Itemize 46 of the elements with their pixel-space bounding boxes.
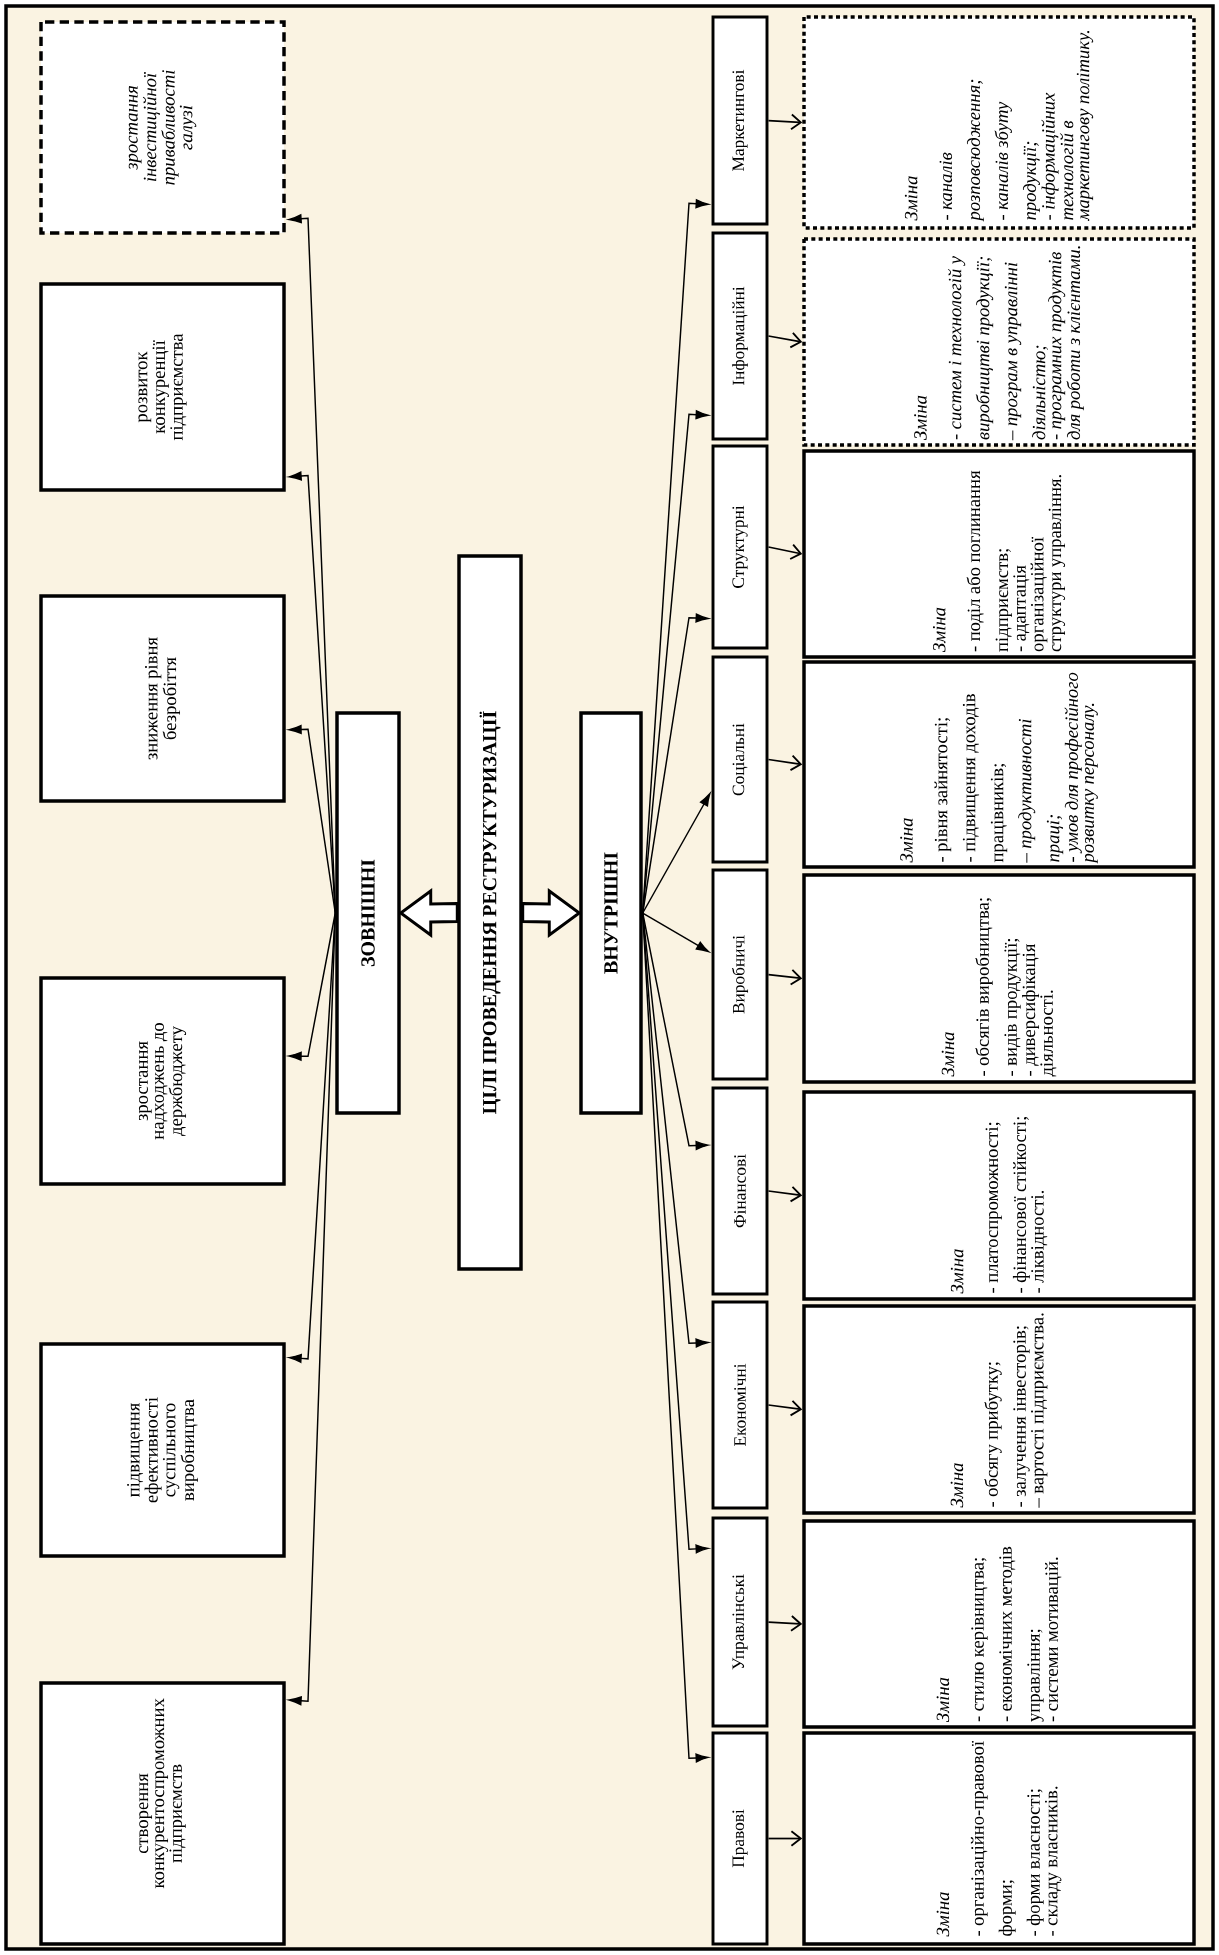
arrow (642, 912, 710, 953)
goal-box: зниження рівня безробіття (39, 594, 286, 803)
category-box: Економічні (711, 1300, 769, 1510)
category-box: Фінансові (711, 1086, 769, 1296)
arrow (642, 912, 709, 1151)
arrow (642, 410, 709, 914)
arrow (767, 754, 803, 772)
detail-box: Зміна - рівня зайнятості; - підвищення доходів працівників; – продуктивності праці; - умов для професійного розвитку персоналу. (802, 660, 1196, 869)
title-box: ЦІЛІ ПРОВЕДЕННЯ РЕСТРУКТУРИЗАЦІЇ (457, 554, 523, 1271)
group-box: ЗОВНІШНІ (335, 711, 401, 1115)
group-box: ВНУТРІШНІ (579, 711, 643, 1115)
detail-box: Зміна - поділ або поглинання підприємств; - адаптація організаційної структури управління. (802, 449, 1196, 659)
category-box: Правові (711, 1731, 769, 1946)
arrow (642, 793, 711, 914)
arrow (642, 199, 709, 914)
detail-box: Зміна - каналів розповсюдження; - каналів збуту продукції; - інформаційних технологій в маркетингову політику. (802, 15, 1196, 230)
goal-box: розвиток конкуренції підприємства (39, 282, 286, 492)
arrow (767, 331, 803, 349)
arrow (767, 1399, 803, 1417)
arrow (288, 214, 336, 914)
arrow (767, 1185, 803, 1203)
block-arrow (521, 888, 582, 938)
detail-box: Зміна - платоспроможності; - фінансової стійкості; - ліквідності. (802, 1090, 1196, 1301)
goal-box: підвищення ефективності суспільного виробництва (39, 1342, 286, 1558)
arrow (288, 471, 336, 914)
category-box: Соціальні (711, 655, 769, 864)
goal-box: створення конкурентоспроможних підприємств (39, 1681, 286, 1946)
goal-box: зростання інвестиційної привабливості галузі (39, 20, 286, 235)
detail-box: Зміна - стилю керівництва; - економічних методів управління; - системи мотивацій. (802, 1519, 1196, 1729)
detail-box: Зміна - обсягів виробництва; - видів продукції; - диверсифікація діяльності. (802, 873, 1196, 1084)
category-box: Інформаційні (711, 231, 769, 441)
arrow (767, 1615, 803, 1632)
category-box: Виробничі (711, 868, 769, 1081)
block-arrow (398, 888, 459, 938)
detail-box: Зміна - систем і технологій у виробництві продукції; – програм в управлінні діяльністю; - програмних продуктів для роботи з клієнтами. (802, 237, 1196, 447)
detail-box: Зміна - організаційно-правової форми; - форми власності; - складу власників. (802, 1731, 1196, 1946)
goal-box: зростання надходжень до держбюджету (39, 976, 286, 1186)
detail-box: Зміна - обсягу прибутку; - залучення інвесторів; – вартості підприємства. (802, 1304, 1196, 1515)
arrow (767, 969, 803, 986)
arrow (767, 1830, 803, 1847)
category-box: Структурні (711, 444, 769, 650)
category-box: Маркетингові (711, 15, 769, 226)
arrow (767, 113, 803, 131)
category-box: Управлінські (711, 1516, 769, 1728)
arrow (288, 912, 336, 1061)
arrow (767, 543, 803, 560)
